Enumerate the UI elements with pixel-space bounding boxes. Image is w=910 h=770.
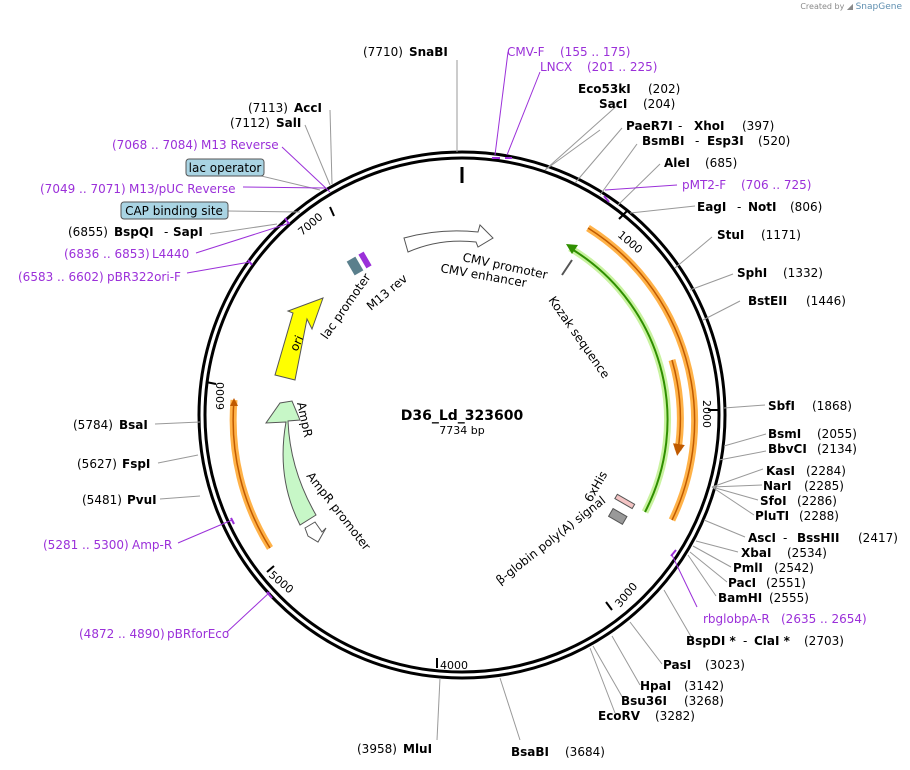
enzyme-stui: StuI(1171) (717, 228, 801, 242)
enzyme-eagi: EagI-NotI(806) (697, 200, 822, 214)
primer-pbr322ori-f: (6583 .. 6602)pBR322ori-F (18, 270, 181, 284)
enzyme-xbai: XbaI(2534) (741, 546, 827, 560)
cap-box (120, 201, 229, 220)
enzyme-saci: SacI(204) (599, 97, 675, 111)
lac-promoter-mark (346, 256, 364, 276)
primer-l4440: (6836 .. 6853)L4440 (64, 247, 189, 261)
enzyme-pmli: PmlI(2542) (733, 561, 814, 575)
ori-arrow (274, 297, 324, 381)
primer-m13-reverse: (7068 .. 7084)M13 Reverse (112, 138, 279, 152)
cmv-arrow (403, 224, 494, 253)
enzyme-snabi: (7710)SnaBI (363, 45, 448, 59)
tick-2000: 2000 (700, 400, 713, 428)
enzyme-bsmbi: BsmBI-Esp3I(520) (642, 134, 790, 148)
ampr-promoter-arrow (304, 521, 327, 543)
lac-operator-label: lac operator (189, 161, 262, 175)
polya-mark (607, 507, 628, 526)
enzyme-bsteii: BstEII(1446) (748, 294, 846, 308)
primer-marks (230, 157, 677, 599)
enzyme-bspdi: BspDI *-ClaI *(2703) (686, 634, 844, 648)
enzyme-bsmi: BsmI(2055) (768, 427, 857, 441)
credit-prefix: Created by (800, 2, 845, 11)
ori-label: ori (287, 333, 306, 353)
enzyme-bsai: (5784)BsaI (73, 418, 148, 432)
tick-marks (205, 206, 718, 668)
lac-promoter-label: lac promoter (318, 271, 374, 342)
kozak-label: Kozak sequence (546, 294, 613, 381)
primer-pmt2-f: pMT2-F(706 .. 725) (682, 178, 811, 192)
enzyme-bsu36i: Bsu36I(3268) (621, 694, 724, 708)
enzyme-kasi: KasI(2284) (766, 464, 846, 478)
amp-orange-arrowhead (230, 398, 238, 406)
his-mark (614, 493, 636, 510)
enzyme-pvui: (5481)PvuI (82, 493, 157, 507)
primer-pbrforeco: (4872 .. 4890)pBRforEco (79, 627, 229, 641)
lac-operator-box (185, 158, 265, 177)
primer-cmv-f: CMV-F(155 .. 175) (507, 45, 630, 59)
snapgene-logo-icon: ◢ (846, 2, 854, 11)
enzyme-pasi: PasI(3023) (663, 658, 745, 672)
enzyme-ecorv: EcoRV(3282) (598, 709, 695, 723)
enzyme-bspqi: (6855)BspQI-SapI (68, 225, 203, 239)
enzyme-bsabi: BsaBI(3684) (511, 745, 605, 759)
backbone-inner (203, 156, 721, 674)
primer-rbglobpa-r: rbglobpA-R(2635 .. 2654) (703, 612, 867, 626)
ampr-arrow (265, 400, 317, 526)
enzyme-fspi: (5627)FspI (77, 457, 150, 471)
enzyme-asci: AscI-BssHII(2417) (748, 531, 898, 545)
enzyme-sbfi: SbfI(1868) (768, 399, 852, 413)
enzyme-mlui: (3958)MluI (357, 742, 432, 756)
enzyme-sphi: SphI(1332) (737, 266, 823, 280)
backbone-outer (197, 150, 727, 680)
enzyme-bbvci: BbvCI(2134) (768, 442, 857, 456)
snapgene-credit: Created by ◢ SnapGene (800, 2, 902, 12)
enzyme-paer7i: PaeR7I-XhoI(397) (626, 119, 774, 133)
green-orf-arrowhead (566, 244, 578, 254)
primer-m13-puc-reverse: (7049 .. 7071)M13/pUC Reverse (40, 182, 236, 196)
enzyme-sali: (7112)SalI (230, 116, 301, 130)
tick-6000: 6000 (214, 382, 227, 410)
enzyme-hpai: HpaI(3142) (640, 679, 724, 693)
enzyme-alei: AleI(685) (664, 156, 737, 170)
enzyme-acci: (7113)AccI (248, 101, 322, 115)
enzyme-pluti: PluTI(2288) (755, 509, 839, 523)
enzyme-sfoi: SfoI(2286) (760, 494, 837, 508)
primer-leaders (177, 51, 698, 633)
tick-5000: 5000 (266, 568, 296, 596)
enzyme-eco53ki: Eco53kI(202) (578, 82, 680, 96)
plasmid-size: 7734 bp (439, 424, 484, 437)
enzyme-paci: PacI(2551) (728, 576, 806, 590)
enzyme-nari: NarI(2285) (763, 479, 844, 493)
kozak-mark (561, 259, 573, 276)
plasmid-name: D36_Ld_323600 (401, 408, 524, 424)
tick-4000: 4000 (440, 659, 468, 672)
enzyme-leaders (154, 60, 767, 741)
primer-amp-r: (5281 .. 5300)Amp-R (43, 538, 172, 552)
cap-label: CAP binding site (125, 204, 223, 218)
enzyme-bamhi: BamHI(2555) (718, 591, 809, 605)
primer-lncx: LNCX(201 .. 225) (540, 60, 657, 74)
credit-brand: SnapGene (855, 2, 902, 12)
m13-rev-mark (358, 251, 372, 269)
polya-label: β-globin poly(A) signal (493, 493, 608, 587)
